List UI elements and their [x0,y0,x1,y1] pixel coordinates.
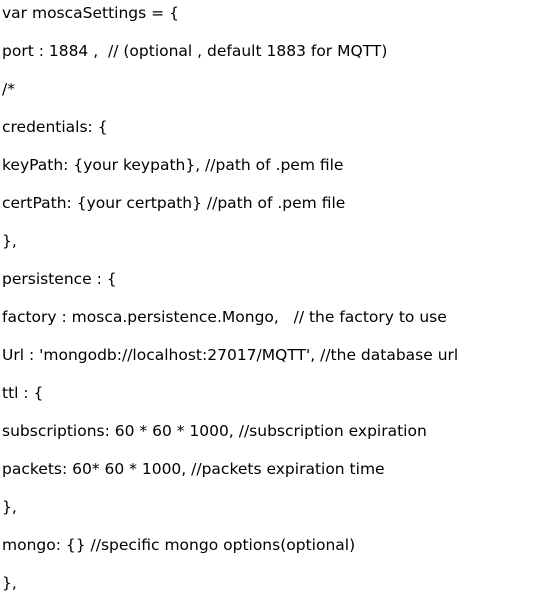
code-line: }, [2,498,17,516]
code-line: Url : 'mongodb://localhost:27017/MQTT', … [2,346,459,364]
code-line: }, [2,574,17,592]
code-line: persistence : { [2,270,117,288]
code-line: subscriptions: 60 * 60 * 1000, //subscri… [2,422,427,440]
code-line: keyPath: {your keypath}, //path of .pem … [2,156,344,174]
code-line: packets: 60* 60 * 1000, //packets expira… [2,460,385,478]
code-line: port : 1884 , // (optional , default 188… [2,42,388,60]
code-line: credentials: { [2,118,108,136]
code-line: /* [2,80,15,98]
code-line: factory : mosca.persistence.Mongo, // th… [2,308,447,326]
code-line: mongo: {} //specific mongo options(optio… [2,536,356,554]
code-line: ttl : { [2,384,44,402]
code-line: var moscaSettings = { [2,4,179,22]
code-line: certPath: {your certpath} //path of .pem… [2,194,346,212]
code-line: }, [2,232,17,250]
